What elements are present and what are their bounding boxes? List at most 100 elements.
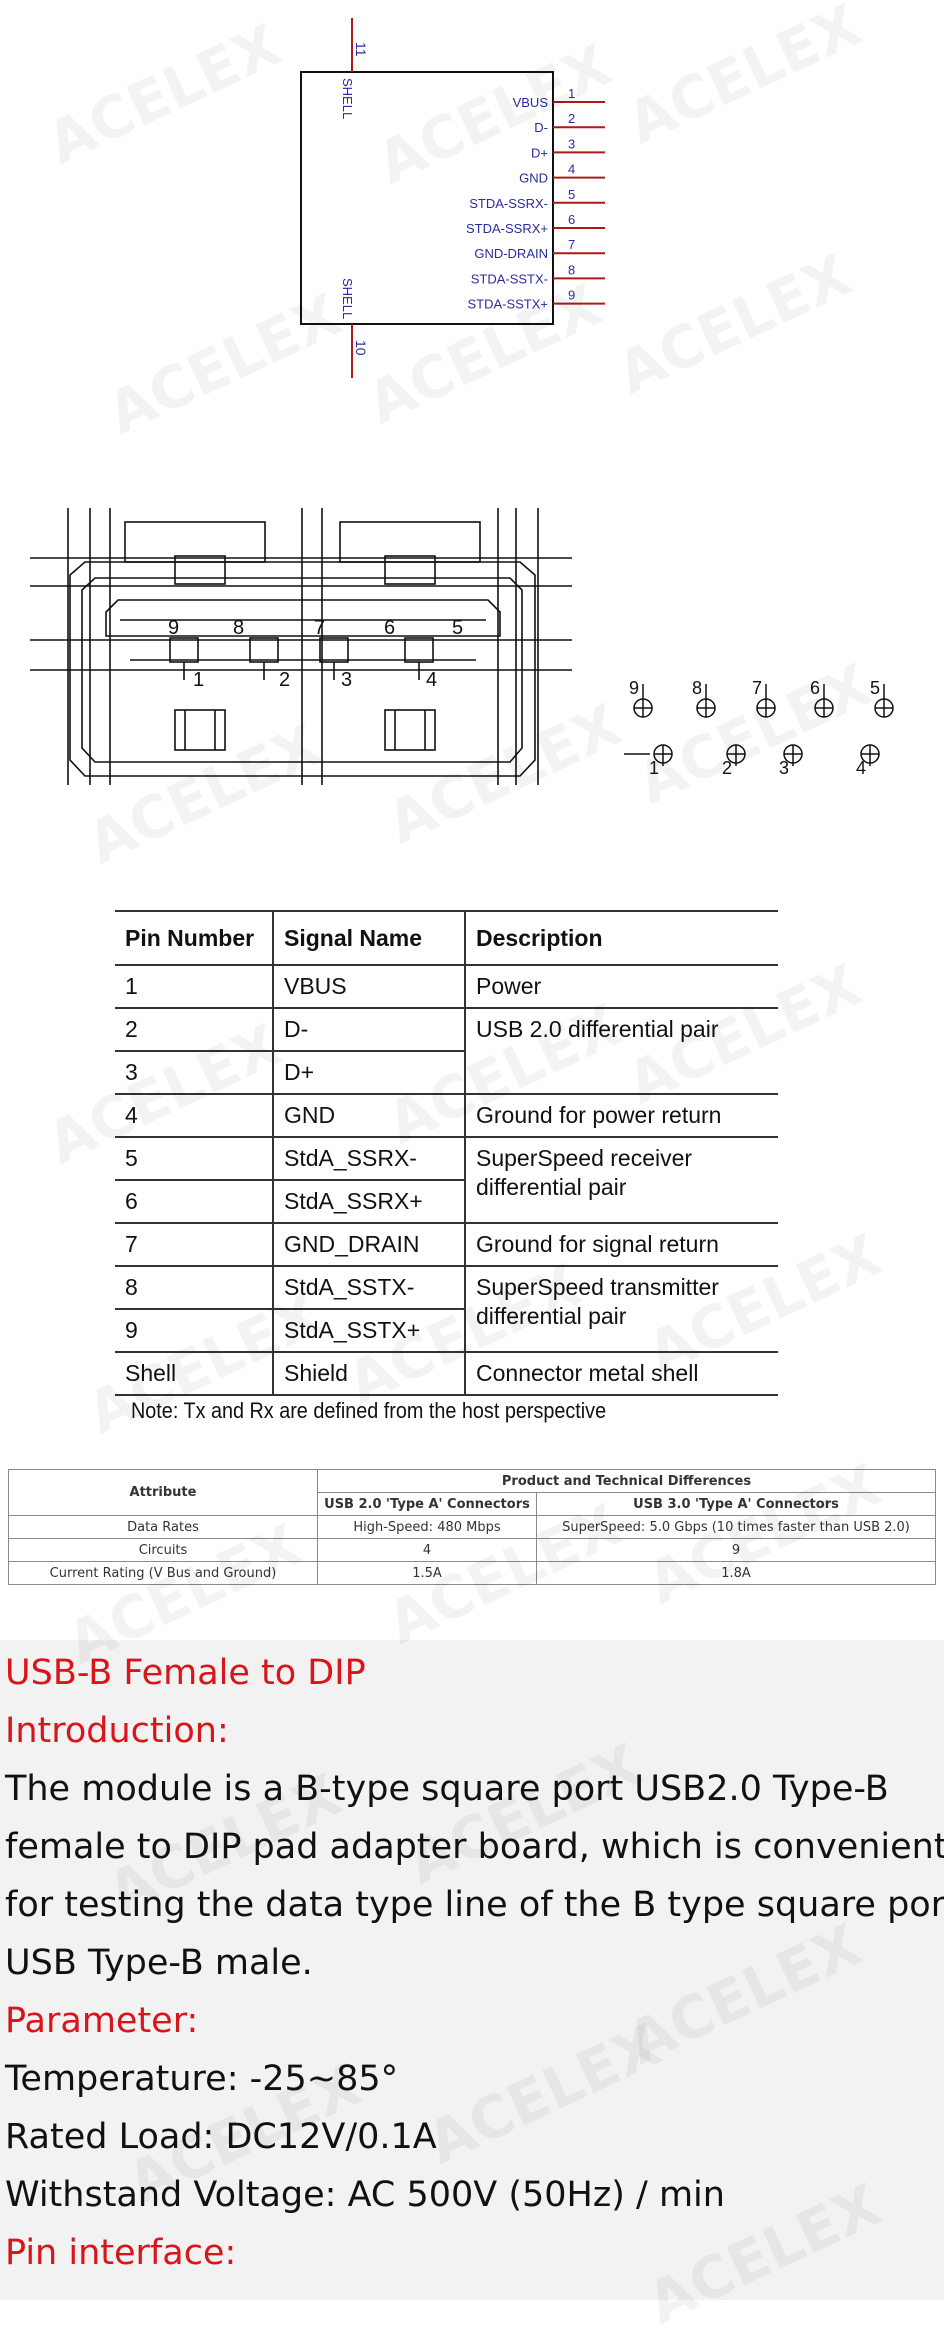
footprint-pad-number: 2 bbox=[722, 758, 732, 778]
signal-name-cell: StdA_SSRX- bbox=[273, 1137, 466, 1181]
footprint-pad-number: 7 bbox=[752, 678, 762, 698]
cmp-header-row: Attribute Product and Technical Differen… bbox=[8, 1469, 936, 1516]
pin-number: 2 bbox=[568, 111, 575, 126]
pin-label: STDA-SSTX+ bbox=[467, 297, 548, 312]
pin-label: GND bbox=[519, 171, 548, 186]
pin-table-header-row: Pin Number Signal Name Description bbox=[115, 910, 778, 966]
footprint-pad-number: 5 bbox=[870, 678, 880, 698]
param-rated-load: Rated Load: DC12V/0.1A bbox=[5, 2117, 437, 2157]
product-description: USB-B Female to DIP Introduction: The mo… bbox=[0, 1640, 944, 2300]
shell-bottom-number: 10 bbox=[353, 340, 369, 356]
cmp-subheader-row: USB 2.0 'Type A' Connectors USB 3.0 'Typ… bbox=[9, 1492, 936, 1516]
footprint-pad-number: 9 bbox=[629, 678, 639, 698]
description-cell: Power bbox=[465, 965, 778, 1009]
shell-bottom-label: SHELL bbox=[340, 278, 355, 319]
pin-number: 9 bbox=[568, 288, 575, 303]
usb-comparison-table: Attribute Product and Technical Differen… bbox=[8, 1469, 936, 1585]
cmp-usb2-header: USB 2.0 'Type A' Connectors bbox=[317, 1492, 537, 1516]
pin-number-cell: 3 bbox=[115, 1051, 274, 1095]
intro-line: for testing the data type line of the B … bbox=[5, 1885, 944, 1925]
pin-number-cell: 5 bbox=[115, 1137, 274, 1181]
footprint-pad-number: 1 bbox=[649, 758, 659, 778]
pin-number: 8 bbox=[568, 262, 575, 277]
pin-number-cell: 7 bbox=[115, 1223, 274, 1267]
pin-table-note: Note: Tx and Rx are defined from the hos… bbox=[131, 1398, 607, 1423]
signal-name-cell: VBUS bbox=[273, 965, 466, 1009]
pin-number-cell: 1 bbox=[115, 965, 274, 1009]
param-temperature: Temperature: -25~85° bbox=[5, 2059, 399, 2099]
pin-label: D- bbox=[534, 120, 548, 135]
pin-number: 6 bbox=[568, 212, 575, 227]
cmp-cell-usb3: 1.8A bbox=[536, 1561, 936, 1585]
pin-number-cell: 6 bbox=[115, 1180, 274, 1224]
cmp-cell-usb2: 4 bbox=[317, 1538, 537, 1562]
shell-top-label: SHELL bbox=[340, 78, 355, 119]
description-cell: Connector metal shell bbox=[465, 1352, 778, 1396]
contact-number: 4 bbox=[426, 669, 437, 691]
parameter-heading: Parameter: bbox=[5, 2001, 199, 2041]
contact-number: 2 bbox=[279, 669, 290, 691]
header-description: Description bbox=[465, 910, 778, 966]
pin-number-cell: Shell bbox=[115, 1352, 274, 1396]
pin-label: D+ bbox=[531, 145, 548, 160]
description-cell: Ground for power return bbox=[465, 1094, 778, 1138]
description-cell: SuperSpeed transmitter differential pair bbox=[465, 1266, 778, 1353]
pin-number-cell: 8 bbox=[115, 1266, 274, 1310]
intro-line: The module is a B-type square port USB2.… bbox=[5, 1769, 889, 1809]
pin-number-cell: 4 bbox=[115, 1094, 274, 1138]
cmp-group-header: Product and Technical Differences bbox=[317, 1469, 936, 1493]
pin-label: STDA-SSRX- bbox=[469, 196, 548, 211]
footprint-pad-number: 8 bbox=[692, 678, 702, 698]
contact-number: 1 bbox=[193, 669, 204, 691]
footprint-pad-number: 4 bbox=[856, 758, 866, 778]
pin-number: 1 bbox=[568, 86, 575, 101]
pin-number: 3 bbox=[568, 136, 575, 151]
header-pin-number: Pin Number bbox=[115, 910, 274, 966]
cmp-usb3-header: USB 3.0 'Type A' Connectors bbox=[536, 1492, 936, 1516]
pin-interface-heading: Pin interface: bbox=[5, 2233, 237, 2273]
cmp-cell-usb2: 1.5A bbox=[317, 1561, 537, 1585]
contact-number: 6 bbox=[384, 617, 395, 639]
pin-number: 5 bbox=[568, 187, 575, 202]
pin-label: VBUS bbox=[513, 95, 549, 110]
description-cell: Ground for signal return bbox=[465, 1223, 778, 1267]
contact-number: 5 bbox=[452, 617, 463, 639]
contact-number: 9 bbox=[168, 617, 179, 639]
connector-body bbox=[300, 71, 554, 325]
signal-name-cell: D- bbox=[273, 1008, 466, 1052]
pin-label: STDA-SSTX- bbox=[471, 271, 548, 286]
signal-name-cell: D+ bbox=[273, 1051, 466, 1095]
pin-number: 7 bbox=[568, 237, 575, 252]
cmp-cell-attr: Current Rating (V Bus and Ground) bbox=[8, 1561, 318, 1585]
pin-label: STDA-SSRX+ bbox=[466, 221, 548, 236]
description-cell: SuperSpeed receiver differential pair bbox=[465, 1137, 778, 1224]
description-cell: USB 2.0 differential pair bbox=[465, 1008, 778, 1095]
intro-heading: Introduction: bbox=[5, 1711, 229, 1751]
cmp-cell-usb3: SuperSpeed: 5.0 Gbps (10 times faster th… bbox=[536, 1515, 936, 1539]
intro-line: USB Type-B male. bbox=[5, 1943, 313, 1983]
cmp-cell-attr: Data Rates bbox=[8, 1515, 318, 1539]
param-withstand-voltage: Withstand Voltage: AC 500V (50Hz) / min bbox=[5, 2175, 725, 2215]
pin-number-cell: 2 bbox=[115, 1008, 274, 1052]
contact-number: 7 bbox=[314, 617, 325, 639]
intro-line: female to DIP pad adapter board, which i… bbox=[5, 1827, 944, 1867]
pin-number: 4 bbox=[568, 162, 575, 177]
signal-name-cell: GND bbox=[273, 1094, 466, 1138]
shell-top-number: 11 bbox=[353, 42, 369, 57]
pin-label: GND-DRAIN bbox=[474, 246, 548, 261]
